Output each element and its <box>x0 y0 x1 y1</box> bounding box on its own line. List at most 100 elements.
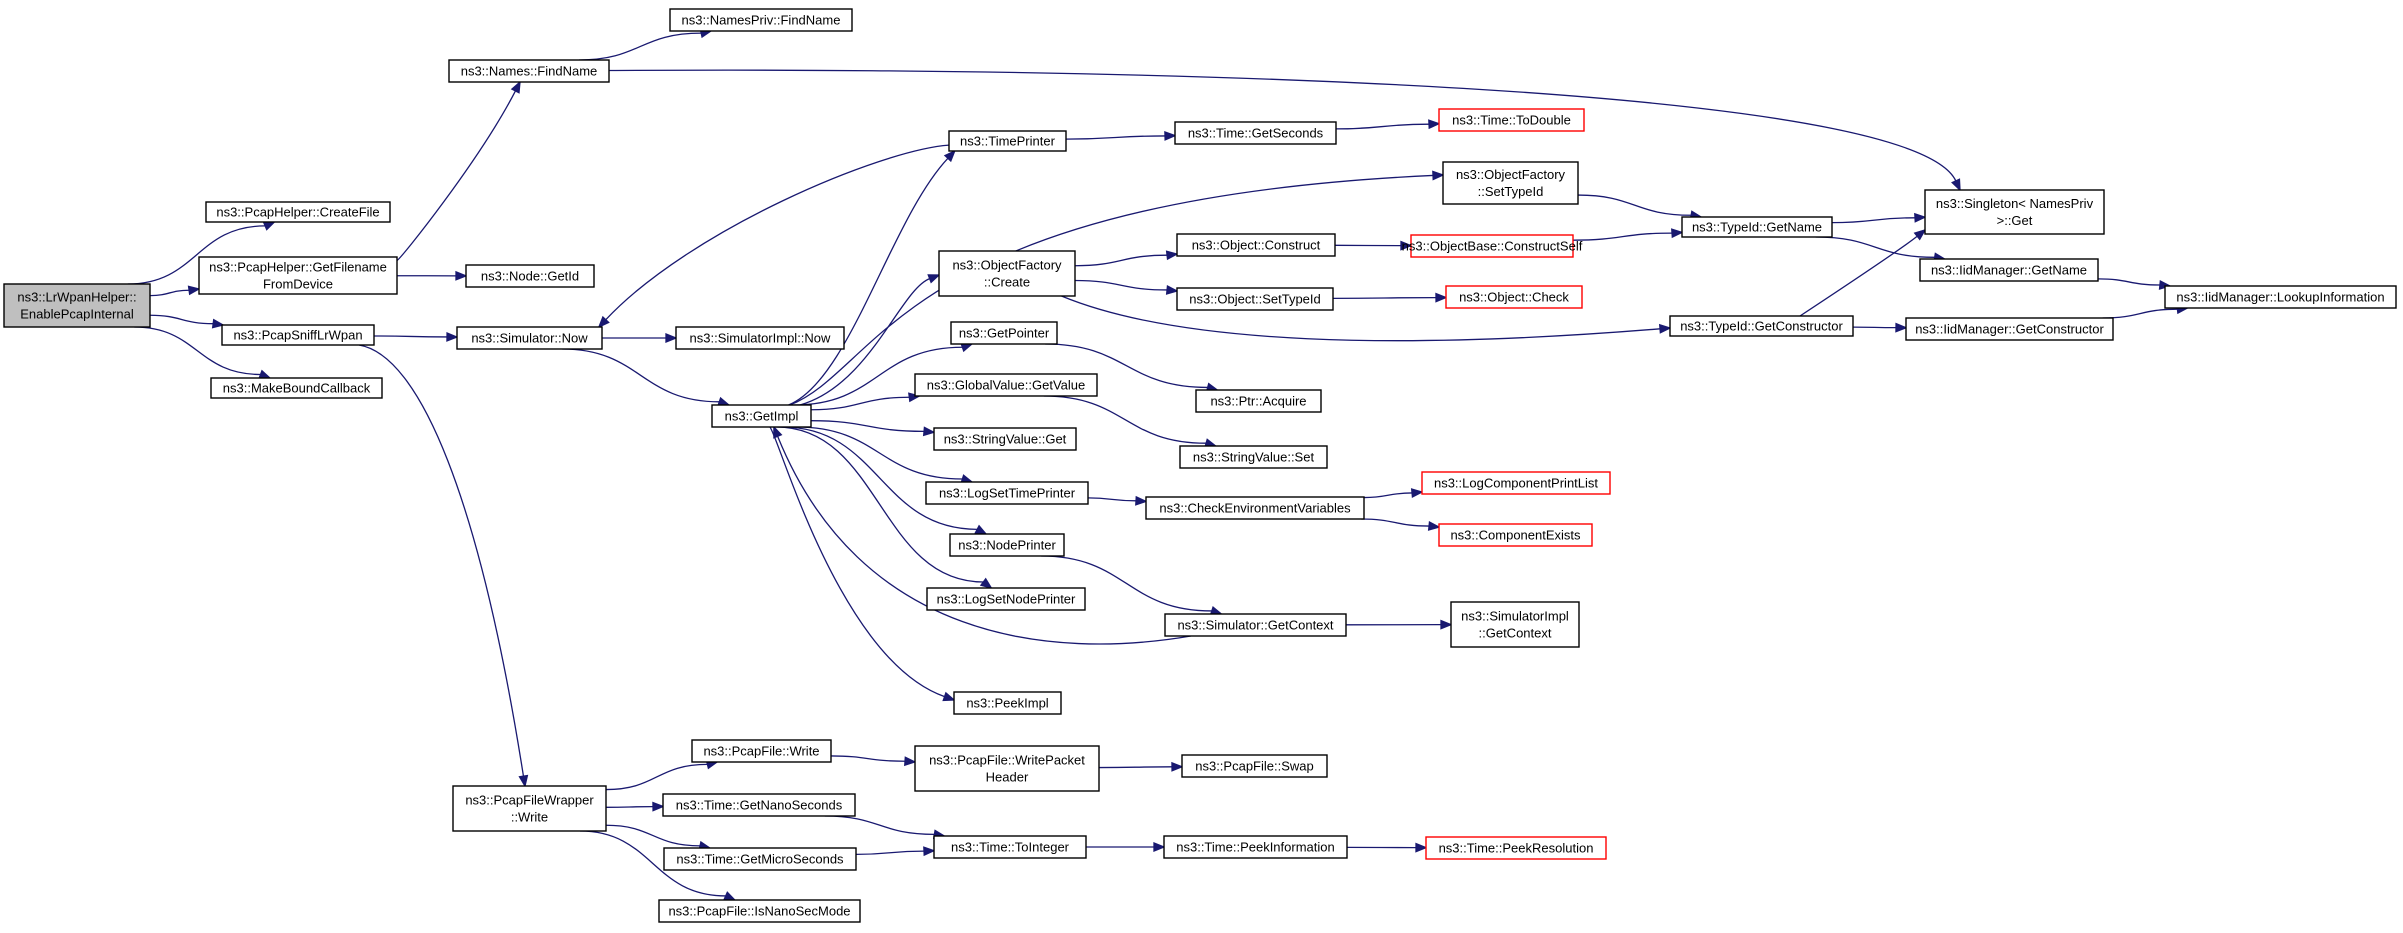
node-label: ns3::LogSetNodePrinter <box>937 592 1076 607</box>
node-label: ns3::Ptr::Acquire <box>1210 394 1306 409</box>
node-label: ns3::PcapFile::Swap <box>1195 759 1314 774</box>
node-pfIsNano[interactable]: ns3::PcapFile::IsNanoSecMode <box>658 899 861 923</box>
node-pfSwap[interactable]: ns3::PcapFile::Swap <box>1181 754 1328 778</box>
node-box <box>1195 389 1322 413</box>
node-label: ns3::PcapHelper::GetFilename <box>209 260 387 275</box>
edge-typeIdGetName-to-singletonGet <box>1831 212 1927 224</box>
node-box <box>452 785 607 832</box>
node-iidGetName[interactable]: ns3::IidManager::GetName <box>1919 258 2099 282</box>
node-pfWrite[interactable]: ns3::PcapFile::Write <box>691 739 832 763</box>
node-ofSetTypeId[interactable]: ns3::ObjectFactory::SetTypeId <box>1442 161 1579 205</box>
node-box <box>933 835 1087 859</box>
node-label: ns3::Names::FindName <box>461 64 598 79</box>
node-label: ::Write <box>511 810 548 825</box>
node-timePeekRes[interactable]: ns3::Time::PeekResolution <box>1425 836 1607 860</box>
node-objCheck[interactable]: ns3::Object::Check <box>1445 285 1583 309</box>
node-namesPriv[interactable]: ns3::NamesPriv::FindName <box>669 8 853 32</box>
node-timeGetNano[interactable]: ns3::Time::GetNanoSeconds <box>662 793 856 817</box>
node-simGetContext[interactable]: ns3::Simulator::GetContext <box>1164 613 1347 637</box>
node-svSet[interactable]: ns3::StringValue::Set <box>1179 445 1328 469</box>
node-ptrAcquire[interactable]: ns3::Ptr::Acquire <box>1195 389 1322 413</box>
node-box <box>933 427 1077 451</box>
node-timeGetMicro[interactable]: ns3::Time::GetMicroSeconds <box>663 847 857 871</box>
node-gvGetValue[interactable]: ns3::GlobalValue::GetValue <box>914 373 1098 397</box>
edge-typeIdGetCtor-to-iidGetCtor <box>1852 322 1908 333</box>
edge-nodePrinter-to-simGetContext <box>1041 555 1223 616</box>
node-timeToInteger[interactable]: ns3::Time::ToInteger <box>933 835 1087 859</box>
node-box <box>1438 523 1593 547</box>
node-nodePrinter[interactable]: ns3::NodePrinter <box>949 533 1065 557</box>
node-timePeekInfo[interactable]: ns3::Time::PeekInformation <box>1163 835 1348 859</box>
node-iidLookup[interactable]: ns3::IidManager::LookupInformation <box>2164 285 2397 309</box>
node-label: ns3::PcapSniffLrWpan <box>233 328 362 343</box>
node-simNow[interactable]: ns3::Simulator::Now <box>456 326 603 350</box>
node-simImplGetContext[interactable]: ns3::SimulatorImpl::GetContext <box>1450 601 1580 648</box>
node-getPointer[interactable]: ns3::GetPointer <box>950 321 1058 345</box>
edge-objSetTypeId-to-objCheck <box>1332 292 1448 303</box>
node-checkEnv[interactable]: ns3::CheckEnvironmentVariables <box>1145 496 1365 520</box>
node-objConstruct[interactable]: ns3::Object::Construct <box>1176 233 1336 257</box>
node-box <box>1442 161 1579 205</box>
node-pcapSniff[interactable]: ns3::PcapSniffLrWpan <box>221 324 375 346</box>
node-ofCreate[interactable]: ns3::ObjectFactory::Create <box>938 250 1076 297</box>
node-box <box>1425 836 1607 860</box>
node-label: Header <box>986 770 1029 785</box>
node-objSetTypeId[interactable]: ns3::Object::SetTypeId <box>1176 287 1334 311</box>
node-nodeGetId[interactable]: ns3::Node::GetId <box>465 264 595 288</box>
node-simImplNow[interactable]: ns3::SimulatorImpl::Now <box>675 326 845 350</box>
edge-simNow-to-simImplNow <box>601 333 678 343</box>
node-singletonGet[interactable]: ns3::Singleton< NamesPriv >::Get <box>1924 189 2105 235</box>
node-label: ns3::NodePrinter <box>958 538 1056 553</box>
edge-pfWrite-to-pfWriteHeader <box>830 755 917 767</box>
node-compExists[interactable]: ns3::ComponentExists <box>1438 523 1593 547</box>
node-box <box>456 326 603 350</box>
node-typeIdGetName[interactable]: ns3::TypeId::GetName <box>1681 216 1833 238</box>
node-label: ns3::CheckEnvironmentVariables <box>1159 501 1351 516</box>
node-timePrinter[interactable]: ns3::TimePrinter <box>948 130 1067 152</box>
node-label: >::Get <box>1997 213 2033 228</box>
edge-ofSetTypeId-to-typeIdGetName <box>1577 194 1703 221</box>
node-label: ns3::TypeId::GetName <box>1692 220 1822 235</box>
node-root[interactable]: ns3::LrWpanHelper::EnablePcapInternal <box>3 283 151 328</box>
node-namesFind[interactable]: ns3::Names::FindName <box>448 59 610 83</box>
node-createFile[interactable]: ns3::PcapHelper::CreateFile <box>205 201 391 223</box>
node-objBaseConstructSelf[interactable]: ns3::ObjectBase::ConstructSelf <box>1402 234 1583 258</box>
node-timeGetSeconds[interactable]: ns3::Time::GetSeconds <box>1174 121 1337 145</box>
node-label: FromDevice <box>263 277 333 292</box>
node-logSetNode[interactable]: ns3::LogSetNodePrinter <box>926 587 1086 611</box>
node-label: ns3::SimulatorImpl <box>1461 609 1569 624</box>
node-timeToDouble[interactable]: ns3::Time::ToDouble <box>1438 108 1585 132</box>
node-label: ns3::Node::GetId <box>481 269 579 284</box>
node-makeBound[interactable]: ns3::MakeBoundCallback <box>210 377 383 399</box>
node-pfwWrite[interactable]: ns3::PcapFileWrapper::Write <box>452 785 607 832</box>
node-label: ns3::PcapFile::WritePacket <box>929 753 1085 768</box>
node-box <box>210 377 383 399</box>
node-box <box>1924 189 2105 235</box>
node-getImpl[interactable]: ns3::GetImpl <box>711 404 812 428</box>
edge-ofCreate-to-typeIdGetCtor <box>1061 295 1672 342</box>
node-logSetTime[interactable]: ns3::LogSetTimePrinter <box>925 481 1089 505</box>
node-box <box>3 283 151 328</box>
node-box <box>1919 258 2099 282</box>
node-label: ns3::Time::GetMicroSeconds <box>676 852 844 867</box>
node-box <box>949 533 1065 557</box>
node-svGet[interactable]: ns3::StringValue::Get <box>933 427 1077 451</box>
edge-getFilename-to-nodeGetId <box>396 270 468 281</box>
node-label: ns3::PcapHelper::CreateFile <box>216 205 379 220</box>
node-label: ns3::ObjectFactory <box>1456 167 1566 182</box>
edge-typeIdGetCtor-to-singletonGet <box>1799 228 1927 317</box>
node-label: ns3::IidManager::GetName <box>1931 263 2087 278</box>
node-iidGetCtor[interactable]: ns3::IidManager::GetConstructor <box>1905 317 2114 341</box>
node-box <box>1410 234 1574 258</box>
node-label: ns3::ComponentExists <box>1450 528 1581 543</box>
node-box <box>914 373 1098 397</box>
node-typeIdGetCtor[interactable]: ns3::TypeId::GetConstructor <box>1669 315 1854 337</box>
node-box <box>711 404 812 428</box>
edge-objConstruct-to-objBaseConstructSelf <box>1334 240 1413 251</box>
node-box <box>1421 471 1611 495</box>
node-peekImpl[interactable]: ns3::PeekImpl <box>953 691 1062 715</box>
node-logCompPrint[interactable]: ns3::LogComponentPrintList <box>1421 471 1611 495</box>
node-box <box>1669 315 1854 337</box>
